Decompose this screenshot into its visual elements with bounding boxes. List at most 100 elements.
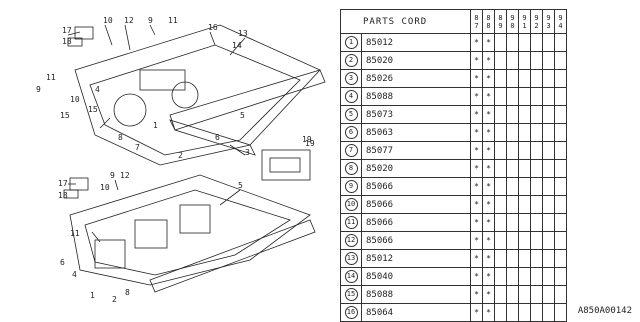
year-mark: * <box>482 303 495 322</box>
row-index: 10 <box>340 195 362 214</box>
year-mark <box>530 249 543 268</box>
year-mark: * <box>482 177 495 196</box>
year-mark <box>494 213 507 232</box>
year-mark <box>494 231 507 250</box>
year-mark <box>542 249 555 268</box>
lower-cluster-housing <box>69 174 311 286</box>
year-mark <box>554 231 567 250</box>
year-mark: * <box>482 123 495 142</box>
row-index: 4 <box>340 87 362 106</box>
meter-19 <box>261 149 311 181</box>
part-code: 85088 <box>361 87 471 106</box>
year-mark <box>530 303 543 322</box>
year-mark <box>506 33 519 52</box>
upper-gauge-left <box>113 93 147 127</box>
callout-label: 7 <box>135 143 140 152</box>
callout-label: 8 <box>118 133 123 142</box>
year-mark <box>506 195 519 214</box>
upper-switch-block <box>139 69 186 91</box>
year-mark <box>518 213 531 232</box>
callout-label: 19 <box>302 135 312 144</box>
lower-gauge-box-3 <box>179 204 211 234</box>
year-mark <box>554 267 567 286</box>
year-mark <box>530 105 543 124</box>
row-index: 5 <box>340 105 362 124</box>
year-mark <box>554 123 567 142</box>
year-mark: * <box>470 51 483 70</box>
year-mark <box>494 33 507 52</box>
year-mark <box>542 267 555 286</box>
row-index: 6 <box>340 123 362 142</box>
meter-19-face <box>269 157 301 173</box>
year-mark: * <box>482 33 495 52</box>
callout-label: 10 <box>103 16 113 25</box>
year-mark <box>494 141 507 160</box>
year-mark <box>554 177 567 196</box>
year-mark <box>530 87 543 106</box>
year-mark <box>530 69 543 88</box>
callout-label: 12 <box>124 16 134 25</box>
year-mark <box>542 195 555 214</box>
callout-label: 4 <box>72 270 77 279</box>
year-mark <box>494 177 507 196</box>
year-mark <box>494 105 507 124</box>
callout-label: 10 <box>70 95 80 104</box>
year-mark <box>506 159 519 178</box>
year-mark <box>518 141 531 160</box>
row-index-circle: 1 <box>344 36 358 49</box>
year-mark <box>506 249 519 268</box>
year-mark <box>506 69 519 88</box>
callout-label: 1 <box>153 121 158 130</box>
year-mark: * <box>482 69 495 88</box>
upper-lens-strip <box>169 69 326 131</box>
part-code: 85012 <box>361 33 471 52</box>
callout-label: 9 <box>110 171 115 180</box>
year-mark <box>518 303 531 322</box>
row-index: 3 <box>340 69 362 88</box>
year-mark <box>530 141 543 160</box>
year-mark <box>554 213 567 232</box>
year-mark <box>554 285 567 304</box>
row-index-circle: 8 <box>344 162 358 175</box>
callout-label: 6 <box>215 133 220 142</box>
year-mark: * <box>482 285 495 304</box>
callout-label: 2 <box>178 151 183 160</box>
row-index: 12 <box>340 231 362 250</box>
lower-connector-18 <box>63 189 79 199</box>
row-index: 11 <box>340 213 362 232</box>
year-mark: * <box>482 267 495 286</box>
callout-label: 2 <box>112 295 117 304</box>
part-code: 85020 <box>361 51 471 70</box>
year-mark: * <box>470 285 483 304</box>
part-code: 85073 <box>361 105 471 124</box>
lower-gauge-box-1 <box>94 239 126 269</box>
year-mark <box>554 249 567 268</box>
part-code: 85066 <box>361 231 471 250</box>
row-index-circle: 16 <box>344 306 358 319</box>
callout-label: 12 <box>120 171 130 180</box>
year-mark: * <box>470 195 483 214</box>
row-index: 8 <box>340 159 362 178</box>
year-mark <box>506 123 519 142</box>
part-code: 85066 <box>361 213 471 232</box>
year-mark <box>542 231 555 250</box>
year-mark <box>518 231 531 250</box>
year-mark <box>494 249 507 268</box>
catalog-id: A850A00142 <box>577 306 632 316</box>
year-mark <box>542 177 555 196</box>
year-mark <box>554 159 567 178</box>
year-mark <box>494 285 507 304</box>
year-mark: * <box>470 123 483 142</box>
year-mark <box>530 159 543 178</box>
year-mark <box>494 195 507 214</box>
callout-label: 19 <box>305 139 315 148</box>
callout-label: 11 <box>46 73 56 82</box>
